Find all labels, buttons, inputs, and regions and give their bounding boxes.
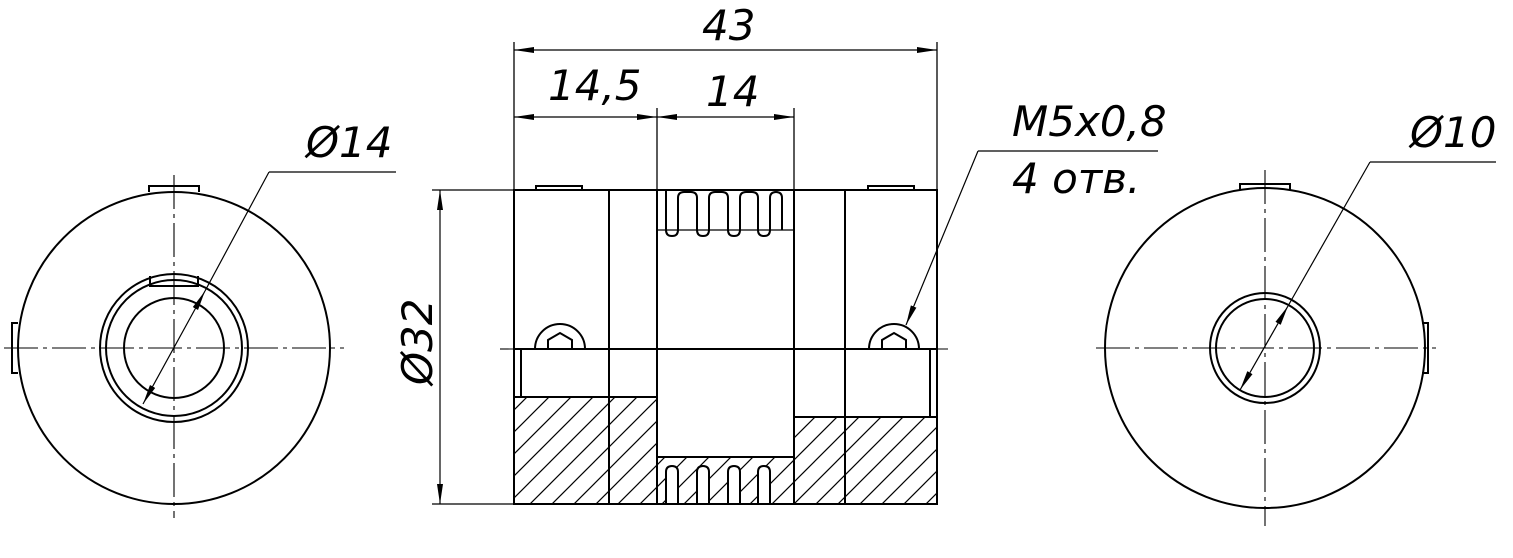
overall-length-dimension: 43 [702,1,755,50]
left-end-view [4,171,396,518]
hub-length-dimension: 14,5 [548,61,642,110]
bore-left-dimension: Ø14 [304,118,393,167]
right-end-view [1096,161,1496,526]
bellows-length-dimension: 14 [706,67,759,116]
bore-right-dimension: Ø10 [1408,108,1497,157]
hole-count-callout: 4 отв. [1012,154,1140,203]
outer-diameter-dimension: Ø32 [393,298,442,387]
front-section-view [432,42,1158,505]
thread-callout: M5x0,8 [1012,97,1167,146]
